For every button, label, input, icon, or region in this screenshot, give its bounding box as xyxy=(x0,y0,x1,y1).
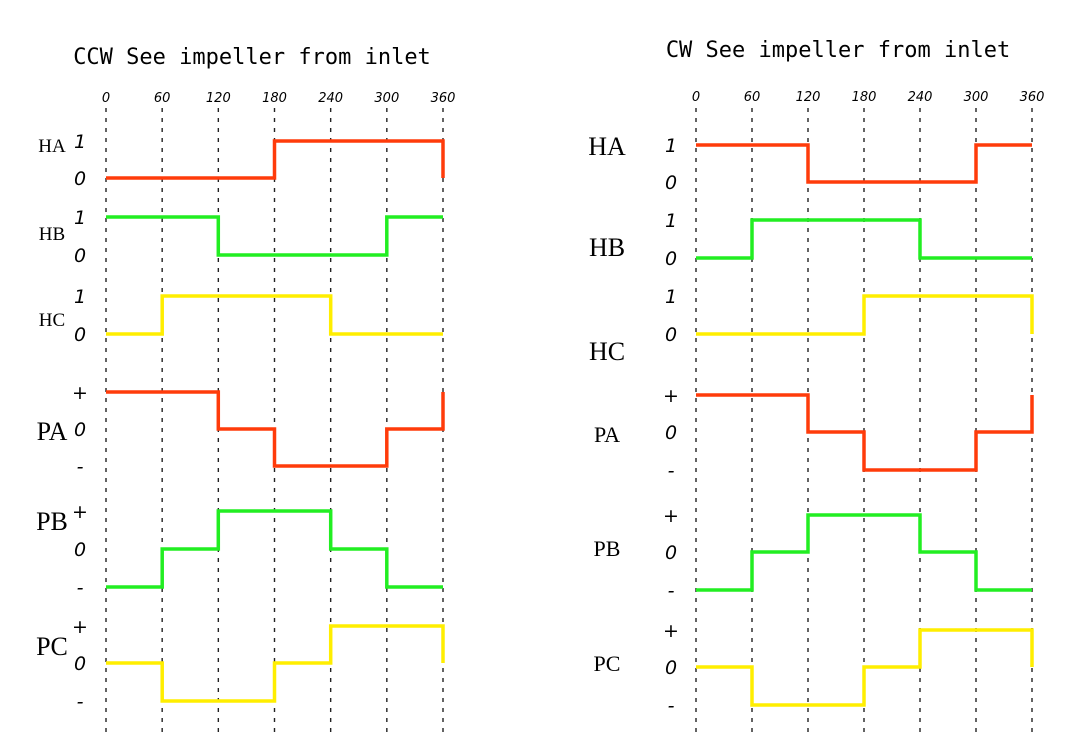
ccw-pb-level-label: + xyxy=(72,501,88,523)
ccw-x-tick-label: 60 xyxy=(154,91,171,106)
ccw-signal-label-pc: PC xyxy=(36,632,68,661)
cw-x-tick-label: 180 xyxy=(852,90,877,105)
ccw-x-tick-label: 120 xyxy=(206,91,231,106)
ccw-signal-label-hc: HC xyxy=(39,310,65,331)
cw-pa-waveform xyxy=(696,393,1034,472)
ccw-pc-level-label: - xyxy=(77,691,84,713)
cw-hc-waveform xyxy=(696,294,1034,336)
cw-pb-level-label: 0 xyxy=(665,542,677,564)
ccw-pc-level-label: 0 xyxy=(74,653,86,675)
ccw-signal-label-pa: PA xyxy=(37,417,68,446)
cw-ha-level-label: 0 xyxy=(665,172,677,194)
ccw-signal-label-pb: PB xyxy=(36,507,68,536)
ccw-pa-level-label: - xyxy=(77,456,84,478)
ccw-hc-level-label: 0 xyxy=(74,324,86,346)
cw-x-tick-label: 300 xyxy=(964,90,989,105)
cw-chart-title: CW See impeller from inlet xyxy=(666,38,1010,63)
cw-ha-level-label: 1 xyxy=(665,135,677,157)
cw-pa-level-label: - xyxy=(668,460,675,482)
cw-x-tick-label: 240 xyxy=(908,90,933,105)
cw-hb-level-label: 0 xyxy=(665,248,677,270)
cw-ha-waveform xyxy=(696,143,1032,184)
cw-x-tick-label: 360 xyxy=(1020,90,1045,105)
cw-signal-label-ha: HA xyxy=(588,132,626,161)
ccw-hc-level-label: 1 xyxy=(74,286,86,308)
ccw-signal-label-hb: HB xyxy=(39,224,65,245)
ccw-hc-waveform xyxy=(106,294,443,336)
ccw-pa-waveform xyxy=(106,390,445,468)
ccw-hb-level-label: 0 xyxy=(74,245,86,267)
cw-pb-waveform xyxy=(696,513,1032,592)
ccw-signal-label-ha: HA xyxy=(38,136,66,157)
ccw-ha-waveform xyxy=(106,139,445,180)
cw-pa-level-label: + xyxy=(663,385,679,407)
cw-signal-label-pa: PA xyxy=(594,422,620,447)
cw-signal-label-pb: PB xyxy=(594,536,621,561)
cw-x-tick-label: 120 xyxy=(796,90,821,105)
cw-x-tick-label: 60 xyxy=(744,90,761,105)
ccw-hb-waveform xyxy=(106,215,443,257)
ccw-x-tick-label: 240 xyxy=(318,91,343,106)
cw-signal-label-hc: HC xyxy=(589,337,625,366)
ccw-pa-level-label: 0 xyxy=(74,419,86,441)
cw-signal-label-hb: HB xyxy=(589,233,625,262)
cw-pb-level-label: + xyxy=(663,505,679,527)
ccw-pb-level-label: - xyxy=(77,577,84,599)
cw-pc-waveform xyxy=(696,628,1034,707)
cw-hb-level-label: 1 xyxy=(665,210,677,232)
cw-x-tick-label: 0 xyxy=(692,90,700,105)
ccw-hb-level-label: 1 xyxy=(74,207,86,229)
cw-pc-level-label: 0 xyxy=(665,657,677,679)
cw-hb-waveform xyxy=(696,218,1032,260)
ccw-chart-title: CCW See impeller from inlet xyxy=(73,45,431,70)
ccw-chart-panel: CCW See impeller from inlet 0 60 120 180 240… xyxy=(36,45,455,735)
ccw-pa-level-label: + xyxy=(72,382,88,404)
ccw-x-tick-label: 180 xyxy=(262,91,287,106)
ccw-pb-level-label: 0 xyxy=(74,539,86,561)
ccw-x-tick-label: 360 xyxy=(431,91,456,106)
cw-signal-label-pc: PC xyxy=(594,651,621,676)
ccw-pc-waveform xyxy=(106,624,445,703)
ccw-ha-level-label: 1 xyxy=(74,131,86,153)
ccw-x-tick-label: 300 xyxy=(374,91,399,106)
cw-pa-level-label: 0 xyxy=(665,422,677,444)
ccw-ha-level-label: 0 xyxy=(74,168,86,190)
ccw-pb-waveform xyxy=(106,509,443,589)
ccw-pc-level-label: + xyxy=(72,616,88,638)
cw-pc-level-label: - xyxy=(668,695,675,717)
cw-pb-level-label: - xyxy=(668,580,675,602)
cw-pc-level-label: + xyxy=(663,620,679,642)
ccw-x-tick-label: 0 xyxy=(102,91,110,106)
cw-hc-level-label: 1 xyxy=(665,286,677,308)
cw-chart-panel: CW See impeller from inlet 0 60 120 180 240 3… xyxy=(588,38,1044,735)
cw-hc-level-label: 0 xyxy=(665,324,677,346)
